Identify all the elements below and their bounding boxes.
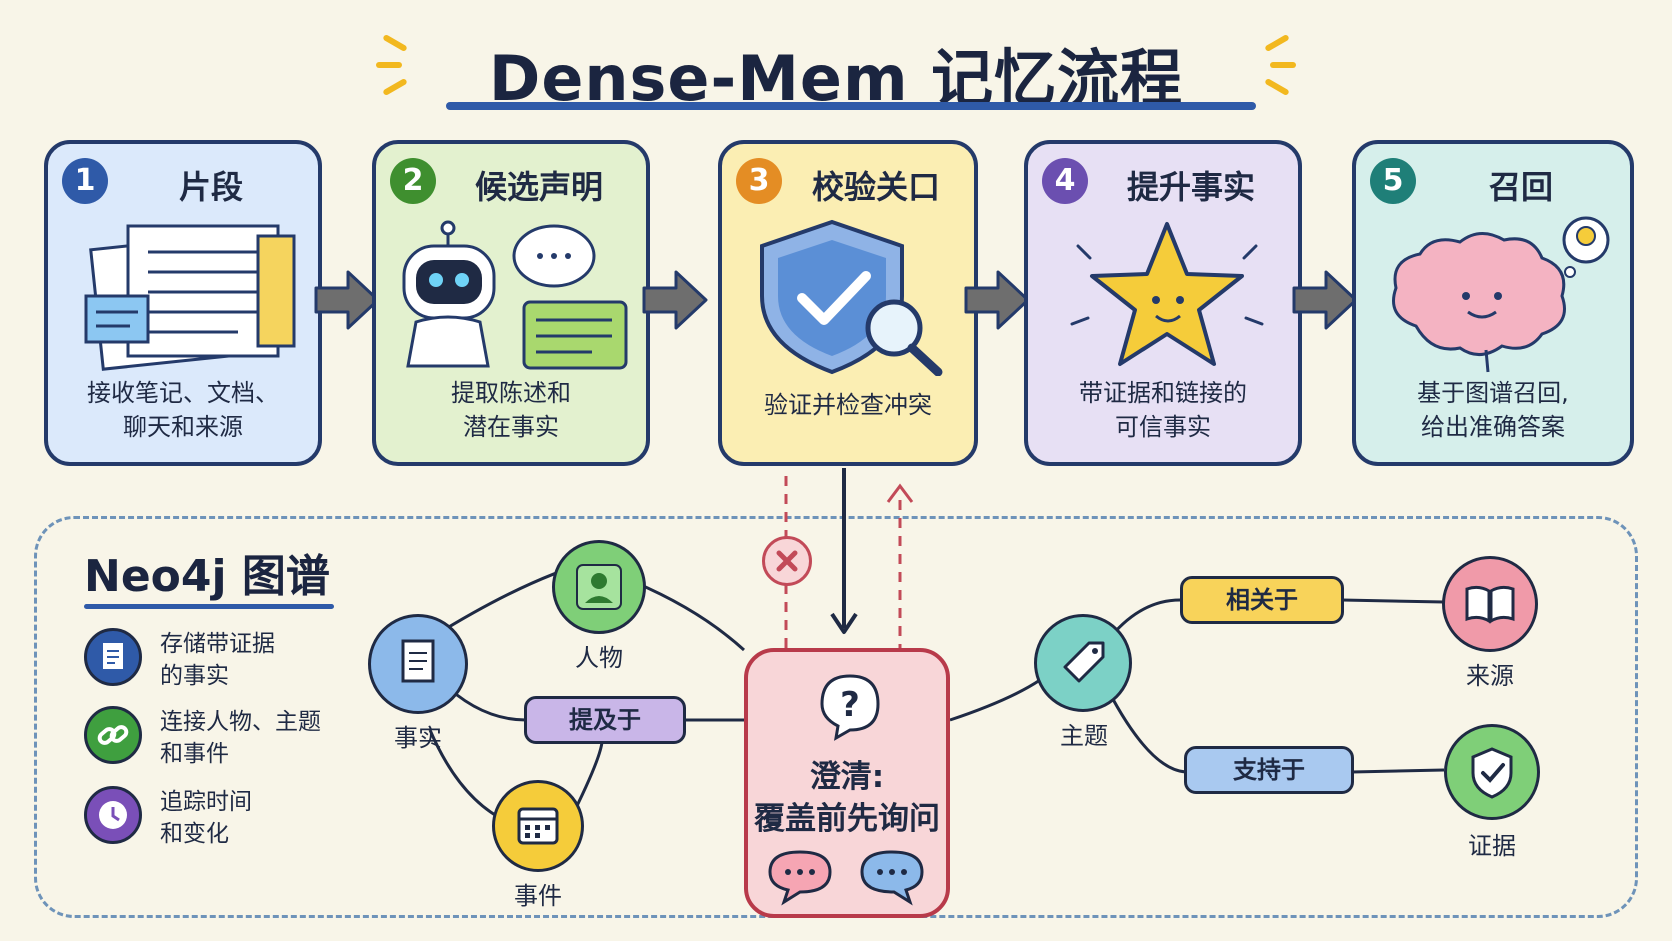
step-number-badge: 2 bbox=[390, 158, 436, 204]
link-icon bbox=[84, 706, 142, 764]
node-label: 事件 bbox=[514, 882, 562, 910]
question-icon: ? bbox=[820, 674, 880, 741]
star-icon bbox=[1070, 222, 1264, 366]
step-description: 提取陈述和 潜在事实 bbox=[451, 379, 571, 441]
flow-arrow-icon bbox=[1292, 270, 1358, 330]
step-title: 提升事实 bbox=[1126, 168, 1255, 206]
brain-icon bbox=[1392, 216, 1610, 373]
legend-text: 存储带证据 的事实 bbox=[160, 631, 275, 689]
node-label: 主题 bbox=[1060, 722, 1108, 750]
title-underline bbox=[446, 102, 1256, 110]
shield-check-icon bbox=[1471, 747, 1513, 799]
documents-icon bbox=[84, 224, 296, 371]
graph-title: Neo4j 图谱 bbox=[84, 551, 330, 602]
step-number-badge: 5 bbox=[1370, 158, 1416, 204]
legend-text: 追踪时间 和变化 bbox=[160, 789, 252, 847]
step-number-badge: 4 bbox=[1042, 158, 1088, 204]
person-icon bbox=[576, 564, 622, 610]
chat-bubbles-icon bbox=[768, 850, 924, 906]
shield-check-icon bbox=[760, 219, 943, 376]
step-number-badge: 1 bbox=[62, 158, 108, 204]
reject-icon bbox=[762, 536, 812, 586]
step-title: 召回 bbox=[1488, 168, 1553, 206]
edge-label-supports: 支持于 bbox=[1184, 746, 1354, 794]
clarify-text: 澄清: 覆盖前先询问 bbox=[754, 759, 940, 837]
flow-arrow-icon bbox=[314, 270, 380, 330]
node-label: 来源 bbox=[1466, 662, 1514, 690]
book-icon bbox=[1465, 585, 1515, 624]
node-label: 事实 bbox=[394, 724, 442, 752]
step-card-promote-facts: 4 提升事实 带证据和链接的 可信事实 bbox=[1024, 140, 1302, 466]
step-description: 带证据和链接的 可信事实 bbox=[1079, 379, 1247, 441]
node-label: 证据 bbox=[1468, 832, 1516, 860]
step-title: 候选声明 bbox=[474, 168, 603, 206]
node-event bbox=[492, 780, 584, 872]
node-source bbox=[1442, 556, 1538, 652]
clock-icon bbox=[84, 786, 142, 844]
node-fact bbox=[368, 614, 468, 714]
robot-icon bbox=[402, 220, 628, 370]
document-icon bbox=[401, 639, 435, 683]
document-icon bbox=[84, 628, 142, 686]
node-topic bbox=[1034, 614, 1132, 712]
step-number-badge: 3 bbox=[736, 158, 782, 204]
legend-text: 连接人物、主题 和事件 bbox=[160, 709, 321, 767]
step-card-recall: 5 召回 基于图谱召回, 给出准确答案 bbox=[1352, 140, 1634, 466]
node-person bbox=[552, 540, 646, 634]
tag-icon bbox=[1063, 641, 1105, 683]
flow-arrow-icon bbox=[964, 270, 1030, 330]
step-title: 校验关口 bbox=[811, 168, 940, 206]
node-evidence bbox=[1444, 724, 1540, 820]
svg-text:?: ? bbox=[840, 685, 860, 725]
node-label: 人物 bbox=[575, 644, 623, 672]
step-card-fragments: 1 片段 接收笔记、文档、 聊天和来源 bbox=[44, 140, 322, 466]
flow-arrow-icon bbox=[642, 270, 708, 330]
edge-label-related: 相关于 bbox=[1180, 576, 1344, 624]
step-description: 接收笔记、文档、 聊天和来源 bbox=[87, 379, 279, 441]
step-title: 片段 bbox=[178, 168, 243, 206]
step-description: 验证并检查冲突 bbox=[764, 391, 932, 419]
graph-title-underline bbox=[84, 604, 334, 609]
calendar-icon bbox=[517, 807, 559, 845]
clarify-box: ? 澄清: 覆盖前先询问 bbox=[744, 648, 950, 918]
step-card-validation-gate: 3 校验关口 验证并检查冲突 bbox=[718, 140, 978, 466]
edge-label-mentions: 提及于 bbox=[524, 696, 686, 744]
step-description: 基于图谱召回, 给出准确答案 bbox=[1417, 379, 1569, 441]
